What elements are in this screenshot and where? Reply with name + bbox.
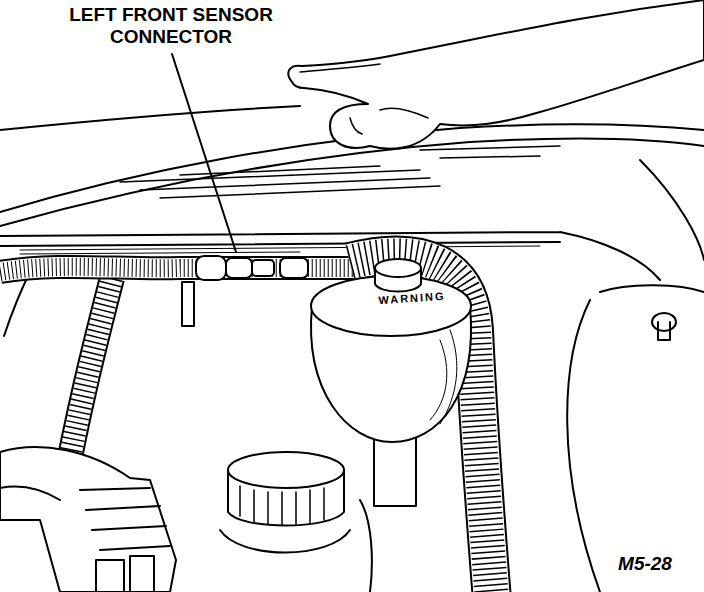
hand-detail	[300, 64, 428, 134]
part-label: LEFT FRONT SENSOR CONNECTOR	[40, 4, 302, 48]
strut-tower	[567, 285, 704, 592]
master-cylinder-body	[220, 500, 372, 592]
harness-clip	[182, 282, 194, 326]
harness-wrap	[0, 267, 370, 272]
fitting	[96, 560, 124, 592]
sensor-connector	[196, 256, 226, 280]
sensor-connector	[226, 258, 252, 278]
engine-part	[0, 447, 176, 592]
master-cylinder-cap	[228, 452, 344, 488]
figure-number: M5-28	[600, 554, 690, 575]
fitting	[130, 556, 154, 592]
wiring-harness	[0, 267, 370, 272]
reservoir-cap	[375, 259, 421, 277]
cowl-panel	[0, 232, 660, 280]
hood-shading	[120, 146, 560, 198]
wiring-harness	[0, 267, 370, 272]
hood-edge	[0, 106, 300, 130]
cap-warning: WARNING	[362, 289, 463, 308]
engine-part	[0, 487, 170, 551]
hood-edge	[0, 139, 704, 226]
leader-line	[172, 54, 236, 252]
strut-bolt	[652, 313, 676, 331]
harness-connector	[280, 258, 308, 278]
reservoir-shading	[430, 330, 457, 424]
cap-ribs	[240, 486, 324, 525]
cowl-shading	[20, 246, 540, 254]
fender-edge	[640, 160, 704, 260]
hand	[288, 0, 704, 149]
sensor-connector	[252, 260, 274, 276]
strut-bolt	[658, 322, 670, 340]
